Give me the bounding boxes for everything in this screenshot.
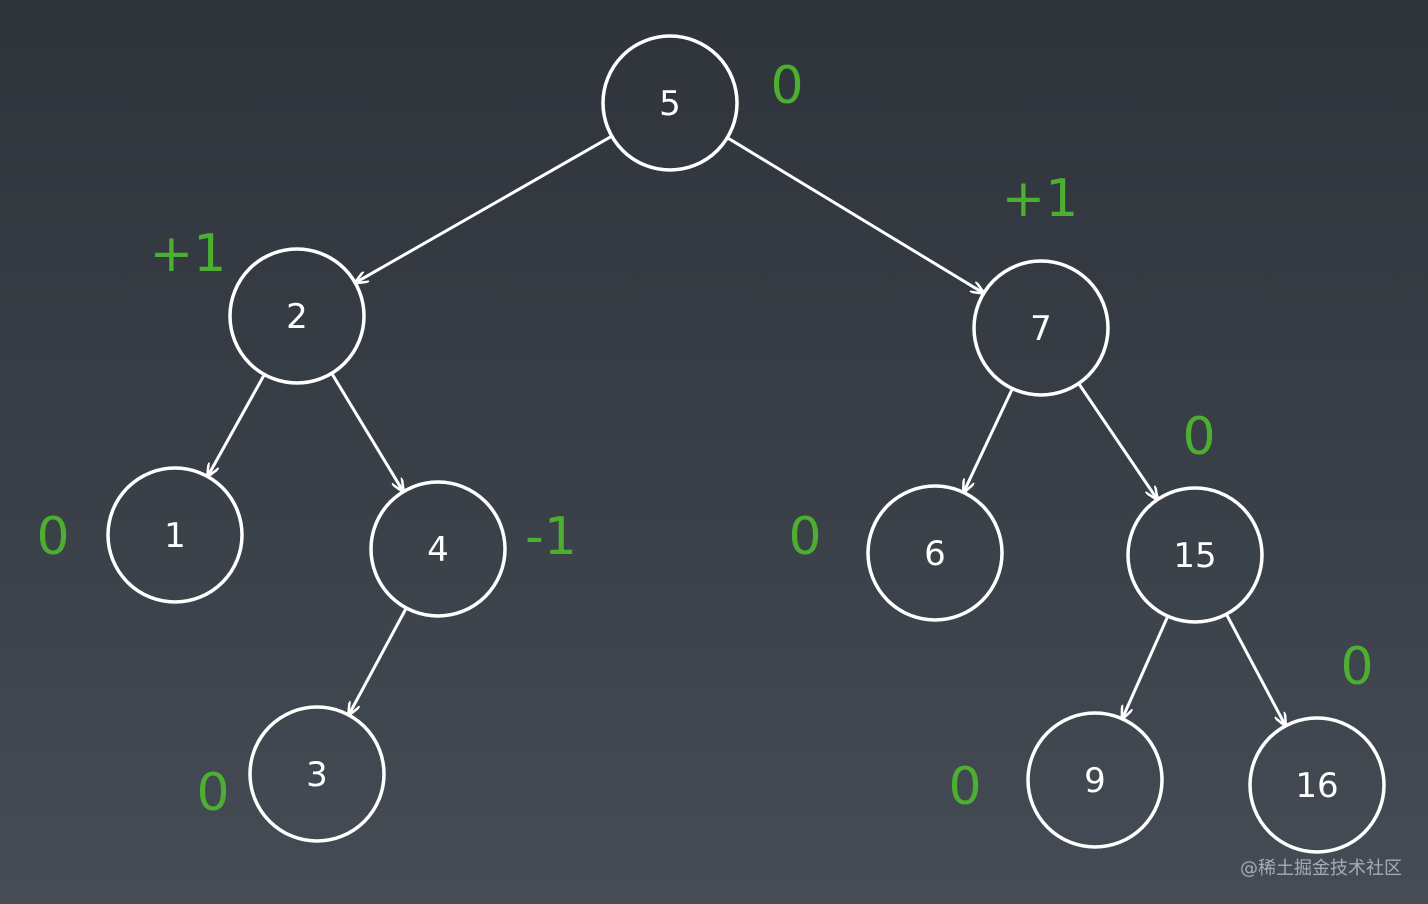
balance-factor-node-6: 0: [788, 507, 821, 567]
balance-factor-node-16: 0: [1340, 637, 1373, 697]
node-value-label: 6: [924, 534, 946, 574]
node-value-label: 5: [659, 84, 681, 124]
node-circle: [369, 480, 507, 618]
node-circle: [601, 34, 739, 172]
balance-factor-node-9: 0: [948, 757, 981, 817]
edge-arrow-n4-n3: [349, 607, 408, 714]
tree-node-4: 4: [369, 480, 507, 618]
edge-arrow-n2-n4: [330, 372, 403, 491]
node-circle: [972, 259, 1110, 397]
tree-node-9: 9: [1026, 711, 1164, 849]
balance-factor-node-1: 0: [36, 507, 69, 567]
node-circle: [1248, 716, 1386, 854]
tree-node-2: 2: [228, 247, 366, 385]
node-value-label: 4: [427, 530, 449, 570]
node-value-label: 3: [306, 755, 328, 795]
tree-node-1: 1: [106, 466, 244, 604]
balance-factor-node-3: 0: [196, 763, 229, 823]
tree-node-16: 16: [1248, 716, 1386, 854]
node-value-label: 7: [1030, 309, 1052, 349]
node-value-label: 9: [1084, 761, 1106, 801]
node-circle: [1126, 486, 1264, 624]
tree-node-6: 6: [866, 484, 1004, 622]
node-circle: [1026, 711, 1164, 849]
balance-factor-node-4: -1: [525, 507, 577, 567]
balance-factor-node-2: +1: [150, 224, 227, 284]
tree-node-3: 3: [248, 705, 386, 843]
balance-factors-layer: 0 +1 +1 0 -1 0 0 0 0 0: [36, 56, 1373, 823]
balance-factor-node-7: +1: [1002, 169, 1079, 229]
node-value-label: 2: [286, 297, 308, 337]
edge-arrow-n5-n7: [726, 136, 983, 293]
node-circle: [228, 247, 366, 385]
watermark-text: @稀土掘金技术社区: [1240, 858, 1402, 879]
tree-node-7: 7: [972, 259, 1110, 397]
node-value-label: 1: [164, 516, 186, 556]
edge-arrow-n2-n1: [208, 373, 266, 476]
edge-arrow-n15-n16: [1225, 613, 1285, 725]
tree-node-5: 5: [601, 34, 739, 172]
edge-arrow-n7-n6: [964, 387, 1014, 492]
edge-arrow-n7-n15: [1077, 382, 1157, 498]
balance-factor-node-15: 0: [1182, 407, 1215, 467]
edge-arrow-n15-n9: [1123, 615, 1170, 718]
node-value-label: 16: [1295, 766, 1338, 806]
node-circle: [106, 466, 244, 604]
tree-node-15: 15: [1126, 486, 1264, 624]
edge-arrow-n5-n2: [356, 134, 613, 282]
nodes-layer: 5 2 7 1 4 3 6 15 9 16: [106, 34, 1386, 854]
balance-factor-node-5: 0: [770, 56, 803, 116]
node-circle: [248, 705, 386, 843]
edges-layer: [208, 134, 1285, 725]
node-value-label: 15: [1173, 536, 1216, 576]
node-circle: [866, 484, 1004, 622]
